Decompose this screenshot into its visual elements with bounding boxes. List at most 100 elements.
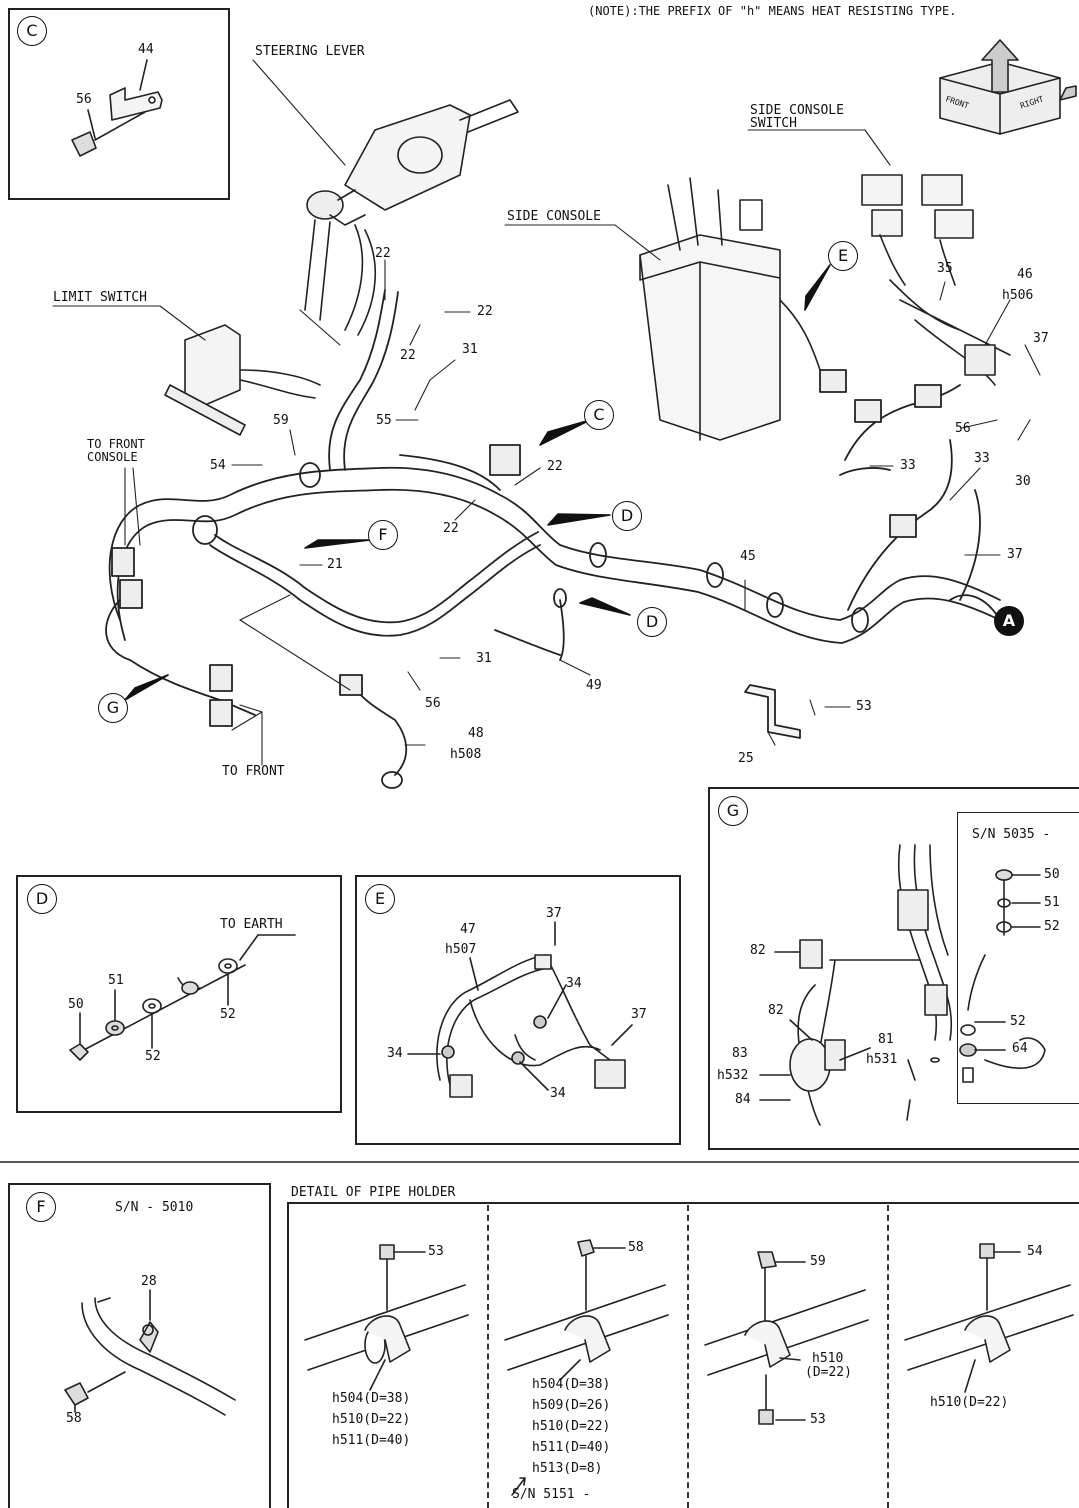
detail-d-letter: D [27, 884, 57, 914]
pipe-holder-drawings [304, 1239, 1074, 1496]
leader-lines [52, 59, 1041, 766]
part-number: 35 [937, 261, 953, 276]
view-marker-d: D [637, 607, 667, 637]
part-number: 22 [547, 459, 563, 474]
part-number: 33 [900, 458, 916, 473]
part-number: 47 [460, 922, 476, 937]
part-number: 81 [878, 1032, 894, 1047]
part-number: 64 [1012, 1041, 1028, 1056]
part-number: 53 [428, 1244, 444, 1259]
detail-g-drawing [759, 844, 1046, 1126]
part-number: 54 [210, 458, 226, 473]
part-number: 49 [586, 678, 602, 693]
part-number: 31 [476, 651, 492, 666]
detail-f-drawing [64, 1289, 236, 1416]
part-number: 34 [387, 1046, 403, 1061]
pipe-holder-divider [487, 1205, 489, 1508]
to-front-console-label-2: CONSOLE [87, 450, 138, 464]
detail-c-frame [8, 8, 230, 200]
part-number: h511(D=40) [332, 1433, 411, 1448]
view-marker-f: F [368, 520, 398, 550]
part-number: 22 [443, 521, 459, 536]
part-number: 33 [974, 451, 990, 466]
detail-d-drawing [69, 934, 296, 1061]
part-number: 54 [1027, 1244, 1043, 1259]
detail-g-frame [708, 787, 1079, 1150]
part-number: h504(D=38) [332, 1391, 411, 1406]
detail-c-letter: C [17, 16, 47, 46]
side-console-switch-label-2: SWITCH [750, 116, 797, 131]
steering-lever-drawing [304, 99, 519, 336]
part-number: h506 [1002, 288, 1034, 303]
part-number: 22 [477, 304, 493, 319]
part-number: h510(D=22) [930, 1395, 1009, 1410]
pipe-holder-divider [687, 1205, 689, 1508]
view-marker-e: E [828, 241, 858, 271]
part-number: 48 [468, 726, 484, 741]
to-front-console-label-1: TO FRONT [87, 437, 145, 451]
part-number: 56 [955, 421, 971, 436]
part-number: 55 [376, 413, 392, 428]
part-number: 53 [810, 1412, 826, 1427]
part-number: 59 [810, 1254, 826, 1269]
part-number: 30 [1015, 474, 1031, 489]
side-console-switch-label-1: SIDE CONSOLE [750, 103, 844, 118]
side-console-drawing [639, 177, 821, 441]
orientation-cube-icon [939, 39, 1077, 135]
part-number: 37 [1007, 547, 1023, 562]
part-number: 28 [141, 1274, 157, 1289]
part-number: 46 [1017, 267, 1033, 282]
serial-range-label: S/N 5151 - [512, 1487, 591, 1502]
part-number: h531 [866, 1052, 898, 1067]
part-number: 37 [1033, 331, 1049, 346]
part-number: 58 [66, 1411, 82, 1426]
view-marker-g: G [98, 693, 128, 723]
part-number: 45 [740, 549, 756, 564]
part-number: 56 [76, 92, 92, 107]
limit-switch-label: LIMIT SWITCH [53, 290, 147, 305]
part-number: 25 [738, 751, 754, 766]
view-marker-a: A [994, 606, 1024, 636]
pipe-holder-divider [887, 1205, 889, 1508]
part-number: 53 [856, 699, 872, 714]
detail-f-letter: F [26, 1192, 56, 1222]
part-number: 34 [550, 1086, 566, 1101]
part-number: h532 [717, 1068, 749, 1083]
serial-range-label: S/N - 5010 [115, 1200, 194, 1215]
part-number: h511(D=40) [532, 1440, 611, 1455]
to-earth-label: TO EARTH [220, 917, 283, 932]
part-number: 59 [273, 413, 289, 428]
part-number: 52 [1010, 1014, 1026, 1029]
limit-switch-drawing [164, 324, 321, 436]
heat-resisting-note: (NOTE):THE PREFIX OF "h" MEANS HEAT RESI… [588, 4, 957, 18]
main-harness-drawing [105, 289, 1001, 789]
part-number: 34 [566, 976, 582, 991]
part-number: 44 [138, 42, 154, 57]
detail-d-frame [16, 875, 342, 1113]
detail-g-serial-inset [957, 812, 1079, 1104]
part-number: 37 [546, 906, 562, 921]
part-number: h507 [445, 942, 477, 957]
view-arrows [124, 264, 831, 701]
part-number: 50 [68, 997, 84, 1012]
part-number: h513(D=8) [532, 1461, 603, 1476]
part-number: 82 [750, 943, 766, 958]
part-number: h510(D=22) [532, 1419, 611, 1434]
to-front-label: TO FRONT [222, 764, 285, 779]
detail-e-drawing [407, 921, 633, 1098]
part-number: 56 [425, 696, 441, 711]
view-marker-d: D [612, 501, 642, 531]
part-number: (D=22) [805, 1365, 852, 1380]
part-number: 51 [1044, 895, 1060, 910]
part-number: 83 [732, 1046, 748, 1061]
part-number: h510(D=22) [332, 1412, 411, 1427]
part-number: 84 [735, 1092, 751, 1107]
part-number: 52 [145, 1049, 161, 1064]
view-marker-c: C [584, 400, 614, 430]
detail-e-frame [355, 875, 681, 1145]
side-console-label: SIDE CONSOLE [507, 209, 601, 224]
part-number: 21 [327, 557, 343, 572]
part-number: 37 [631, 1007, 647, 1022]
